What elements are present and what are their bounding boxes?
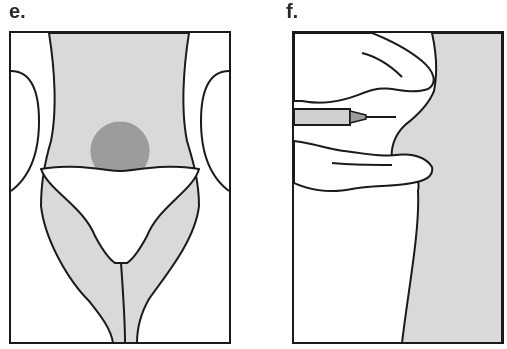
pinched-skin-needle-injection-icon [292,31,504,344]
lower-abdomen-injection-site-icon [9,31,231,344]
syringe-barrel [294,109,350,125]
panel-f-label: f. [286,2,298,22]
panel-e-label: e. [9,2,26,22]
